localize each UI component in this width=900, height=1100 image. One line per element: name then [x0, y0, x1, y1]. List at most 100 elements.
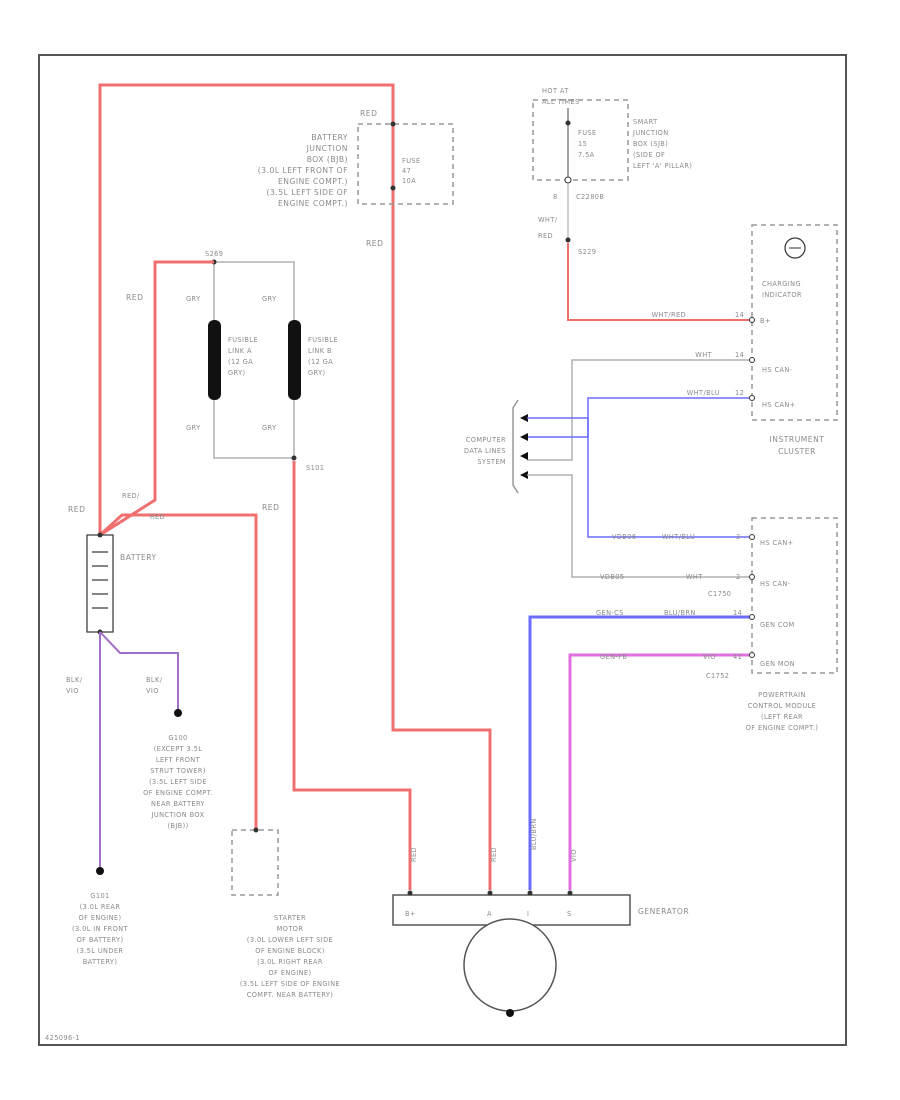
fusible-link-a	[208, 320, 221, 400]
svg-text:LEFT FRONT: LEFT FRONT	[156, 756, 201, 764]
svg-text:GRY): GRY)	[228, 369, 245, 377]
svg-text:(3.5L UNDER: (3.5L UNDER	[77, 947, 124, 955]
svg-text:(3.0L LOWER LEFT SIDE: (3.0L LOWER LEFT SIDE	[247, 936, 333, 944]
generator-wire-labels: RED RED BLU/BRN VIO	[410, 818, 578, 862]
svg-text:OF ENGINE): OF ENGINE)	[269, 969, 312, 977]
svg-text:BLU/BRN: BLU/BRN	[664, 609, 696, 617]
gry-a-bottom: GRY	[186, 424, 201, 432]
svg-text:LINK A: LINK A	[228, 347, 252, 355]
sjb-pin: 8	[553, 193, 558, 201]
generator-ground-icon	[506, 1009, 514, 1017]
svg-text:(3.0L LEFT FRONT OF: (3.0L LEFT FRONT OF	[258, 166, 348, 175]
gen-pin-a: A	[487, 910, 492, 918]
svg-text:10A: 10A	[402, 177, 416, 185]
svg-text:FUSIBLE: FUSIBLE	[308, 336, 338, 344]
generator-label: GENERATOR	[638, 907, 689, 916]
svg-text:POWERTRAIN: POWERTRAIN	[758, 691, 806, 699]
svg-text:CHARGING: CHARGING	[762, 280, 801, 288]
svg-text:(3.0L IN FRONT: (3.0L IN FRONT	[72, 925, 128, 933]
s101-red-label: RED	[262, 503, 279, 512]
fusible-link-a-label: FUSIBLE LINK A (12 GA GRY)	[228, 336, 258, 377]
svg-text:BATTERY): BATTERY)	[83, 958, 118, 966]
starter-label: STARTER MOTOR (3.0L LOWER LEFT SIDE OF E…	[240, 914, 340, 999]
svg-text:JUNCTION: JUNCTION	[306, 144, 348, 153]
svg-text:WHT: WHT	[695, 351, 712, 359]
svg-text:SMART: SMART	[633, 118, 658, 126]
svg-text:BLK/: BLK/	[66, 676, 83, 684]
gry-b-top: GRY	[262, 295, 277, 303]
svg-text:12: 12	[735, 389, 744, 397]
cluster-row-hscan-plus: WHT/BLU 12 HS CAN+	[687, 389, 796, 409]
svg-text:HOT AT: HOT AT	[542, 87, 569, 95]
bjb-label: BATTERY JUNCTION BOX (BJB) (3.0L LEFT FR…	[258, 133, 348, 208]
pcm-label: POWERTRAIN CONTROL MODULE (LEFT REAR OF …	[746, 691, 818, 732]
g101-label: G101 (3.0L REAR OF ENGINE) (3.0L IN FRON…	[72, 892, 128, 966]
fusible-link-b-label: FUSIBLE LINK B (12 GA GRY)	[308, 336, 338, 377]
svg-text:RED: RED	[538, 232, 553, 240]
svg-text:CLUSTER: CLUSTER	[778, 447, 816, 456]
wht-red-label: WHT/ RED	[538, 216, 558, 240]
svg-text:STARTER: STARTER	[274, 914, 306, 922]
fuse-15: FUSE 15 7.5A	[578, 129, 597, 159]
fuse-47: FUSE 47 10A	[402, 157, 420, 185]
svg-text:BATTERY: BATTERY	[311, 133, 348, 142]
wht-cluster-wire	[527, 359, 752, 461]
blk-vio-label-2: BLK/ VIO	[146, 676, 162, 695]
svg-text:OF ENGINE): OF ENGINE)	[79, 914, 122, 922]
svg-text:BOX (BJB): BOX (BJB)	[307, 155, 348, 164]
svg-text:G101: G101	[90, 892, 109, 900]
svg-text:MOTOR: MOTOR	[277, 925, 304, 933]
svg-text:3: 3	[736, 533, 741, 541]
pcm-connector-bottom: C1752	[706, 672, 729, 680]
svg-text:GEN COM: GEN COM	[760, 621, 795, 629]
cluster-row-bplus: WHT/RED 14 B+	[652, 311, 771, 325]
svg-text:WHT/RED: WHT/RED	[652, 311, 686, 319]
red-s101-to-generator	[292, 461, 412, 890]
svg-text:2: 2	[736, 573, 741, 581]
svg-text:HS CAN+: HS CAN+	[762, 401, 796, 409]
blk-vio-ground-g100	[99, 631, 179, 712]
wht-blu-pcm-wire	[527, 417, 752, 538]
blu-brn-pcm-wire	[528, 615, 752, 890]
sjb-connector: C2280B	[576, 193, 604, 201]
s229-label: S229	[578, 248, 596, 256]
gen-pin-i: I	[527, 910, 529, 918]
svg-text:ENGINE COMPT.): ENGINE COMPT.)	[278, 177, 348, 186]
battery-label: BATTERY	[120, 553, 157, 562]
ground-g100-icon	[174, 709, 182, 717]
svg-text:NEAR BATTERY: NEAR BATTERY	[151, 800, 205, 808]
svg-text:STRUT TOWER): STRUT TOWER)	[150, 767, 206, 775]
battery-red-label-1: RED	[68, 505, 85, 514]
svg-text:BOX (SJB): BOX (SJB)	[633, 140, 668, 148]
pcm-row-hscan-plus: VDB06 WHT/BLU 3 HS CAN+	[612, 533, 793, 547]
smart-junction-box	[532, 99, 629, 181]
footer-code: 425096-1	[45, 1034, 80, 1042]
pcm-row-gen-mon: GEN-FB VIO 41 GEN MON	[600, 652, 795, 668]
bjb-wire-below-label: RED	[366, 239, 383, 248]
fusible-red-label: RED	[126, 293, 143, 302]
diagram-frame	[38, 54, 847, 1046]
svg-text:FUSE: FUSE	[578, 129, 597, 137]
generator-symbol	[463, 918, 557, 1012]
svg-text:(SIDE OF: (SIDE OF	[633, 151, 665, 159]
svg-text:RED: RED	[410, 847, 418, 862]
battery-cells	[92, 551, 108, 609]
svg-text:OF ENGINE BLOCK): OF ENGINE BLOCK)	[255, 947, 324, 955]
svg-text:LEFT 'A' PILLAR): LEFT 'A' PILLAR)	[633, 162, 692, 170]
battery-red-label-2: RED/	[122, 492, 140, 500]
red-to-fusible	[99, 260, 214, 537]
wht-red-to-cluster	[567, 243, 752, 321]
svg-text:(BJB)): (BJB))	[167, 822, 188, 830]
svg-text:JUNCTION: JUNCTION	[632, 129, 669, 137]
gry-b-bottom: GRY	[262, 424, 277, 432]
svg-text:WHT/: WHT/	[538, 216, 558, 224]
data-lines-bracket	[512, 399, 519, 494]
svg-text:41: 41	[733, 653, 742, 661]
svg-text:INSTRUMENT: INSTRUMENT	[770, 435, 825, 444]
svg-text:WHT/BLU: WHT/BLU	[662, 533, 695, 541]
charging-indicator-label: CHARGING INDICATOR	[762, 280, 802, 299]
g100-label: G100 (EXCEPT 3.5L LEFT FRONT STRUT TOWER…	[143, 734, 212, 830]
svg-text:GEN MON: GEN MON	[760, 660, 795, 668]
wht-pcm-wire	[527, 474, 752, 578]
